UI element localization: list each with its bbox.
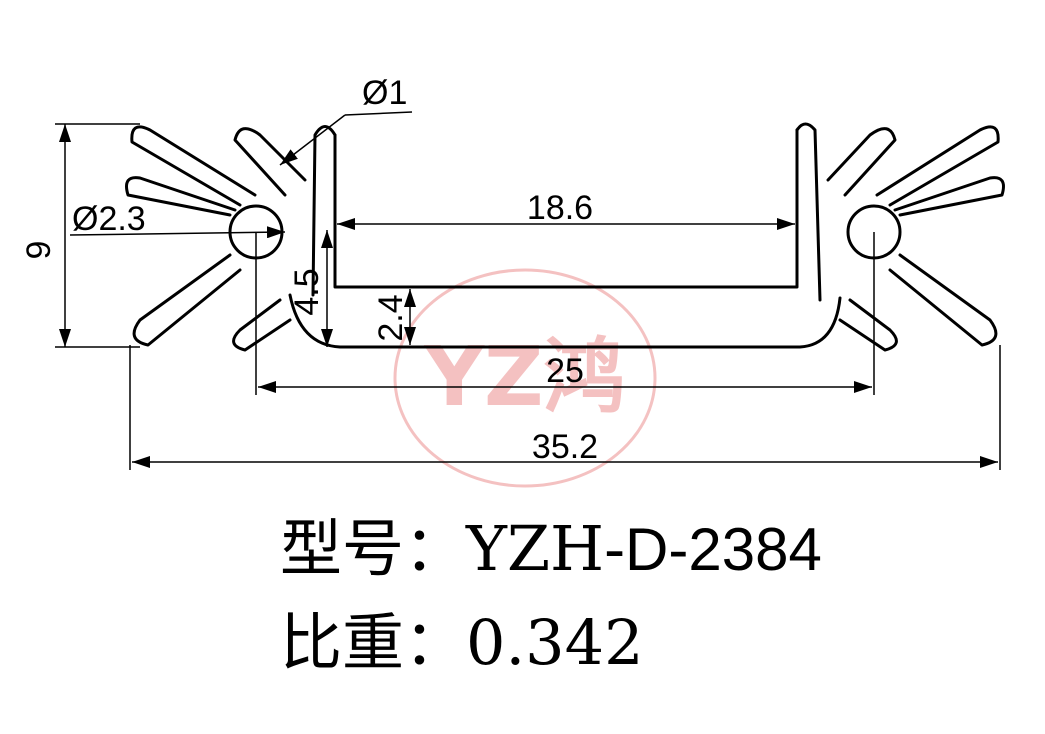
- dim-wall-height: 4.5: [288, 268, 326, 315]
- model-caption: 型号：YZH-D-2384: [280, 518, 822, 580]
- dim-hole-large: Ø2.3: [72, 200, 146, 238]
- left-fins: [125, 125, 307, 352]
- weight-value: 0.342: [466, 606, 644, 679]
- right-fins: [826, 125, 1005, 352]
- model-label: 型号：: [280, 512, 467, 585]
- dim-hole-small: Ø1: [362, 74, 407, 112]
- weight-label: 比重：: [280, 606, 467, 679]
- watermark-logo: YZ鸿: [393, 268, 657, 488]
- profile-outline: [125, 122, 1005, 352]
- dim-base-width: 25: [546, 352, 584, 390]
- dimension-lines: [55, 111, 1001, 470]
- weight-caption: 比重：0.342: [280, 612, 644, 674]
- right-wall: [795, 122, 822, 302]
- left-wall: [311, 125, 337, 297]
- model-code: D-2384: [625, 516, 822, 583]
- dim-inner-width: 18.6: [527, 189, 593, 227]
- model-prefix: YZH-: [466, 512, 626, 585]
- dim-height: 9: [20, 241, 58, 260]
- base-bottom: [288, 293, 842, 349]
- watermark-text: YZ鸿: [424, 330, 626, 425]
- dim-total-width: 35.2: [532, 428, 598, 466]
- dim-base-thickness: 2.4: [372, 294, 410, 341]
- channel-inner: [333, 128, 799, 289]
